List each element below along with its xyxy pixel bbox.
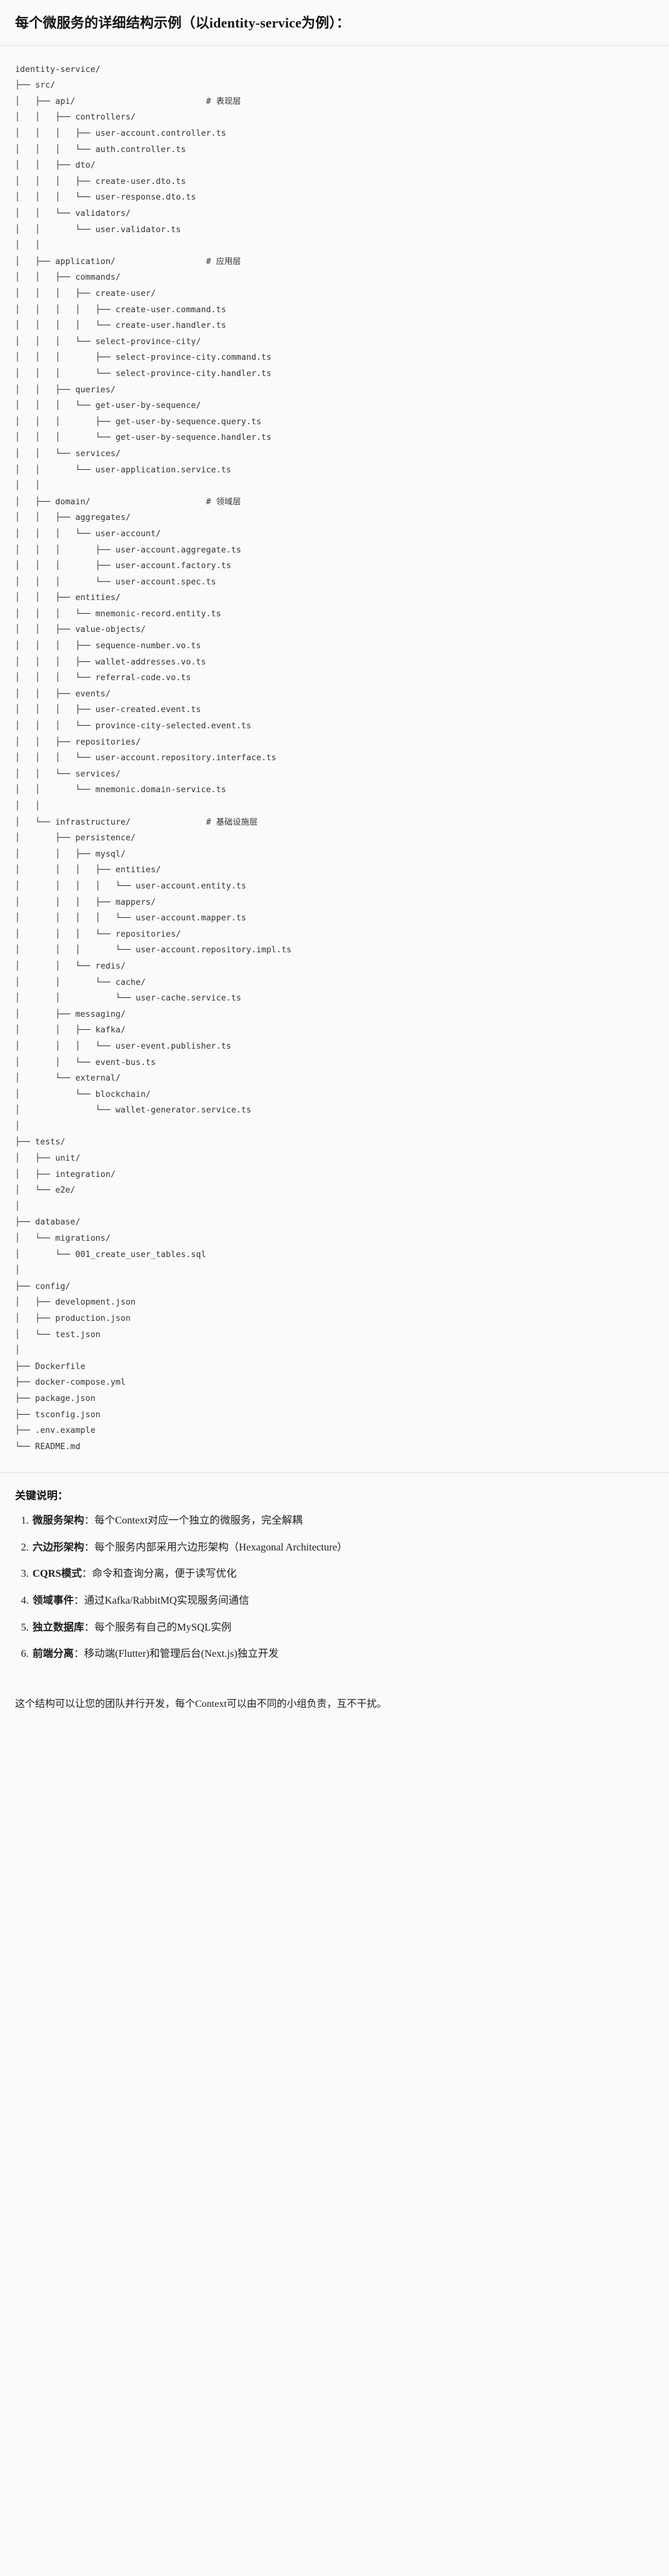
directory-tree-block: identity-service/ ├── src/ │ ├── api/ # … xyxy=(0,45,669,1468)
key-point-desc: ：移动端(Flutter)和管理后台(Next.js)独立开发 xyxy=(74,1647,279,1660)
key-point-desc: ：每个服务内部采用六边形架构（Hexagonal Architecture） xyxy=(84,1540,348,1553)
key-point-desc: ：命令和查询分离，便于读写优化 xyxy=(81,1567,237,1580)
list-item: 前端分离：移动端(Flutter)和管理后台(Next.js)独立开发 xyxy=(31,1646,654,1662)
document-header: 每个微服务的详细结构示例（以identity-service为例）： xyxy=(0,0,669,46)
list-item: 独立数据库：每个服务有自己的MySQL实例 xyxy=(31,1619,654,1636)
key-point-term: 前端分离 xyxy=(33,1647,74,1660)
list-item: 领域事件：通过Kafka/RabbitMQ实现服务间通信 xyxy=(31,1592,654,1609)
key-point-desc: ：每个服务有自己的MySQL实例 xyxy=(84,1621,232,1633)
list-item: CQRS模式：命令和查询分离，便于读写优化 xyxy=(31,1565,654,1582)
key-point-term: 六边形架构 xyxy=(33,1540,84,1553)
key-point-term: 独立数据库 xyxy=(33,1621,84,1633)
section-divider xyxy=(0,1472,669,1474)
key-point-desc: ：每个Context对应一个独立的微服务，完全解耦 xyxy=(84,1514,303,1527)
key-point-desc: ：通过Kafka/RabbitMQ实现服务间通信 xyxy=(74,1594,249,1607)
key-points-list: 微服务架构：每个Context对应一个独立的微服务，完全解耦 六边形架构：每个服… xyxy=(15,1512,654,1661)
list-item: 六边形架构：每个服务内部采用六边形架构（Hexagonal Architectu… xyxy=(31,1539,654,1555)
directory-tree: identity-service/ ├── src/ │ ├── api/ # … xyxy=(15,64,292,1452)
key-points-heading: 关键说明： xyxy=(15,1490,68,1502)
page-title: 每个微服务的详细结构示例（以identity-service为例）： xyxy=(15,15,350,31)
closing-paragraph: 这个结构可以让您的团队并行开发，每个Context可以由不同的小组负责，互不干扰… xyxy=(15,1698,387,1709)
document-page: 每个微服务的详细结构示例（以identity-service为例）： ident… xyxy=(0,0,669,1728)
key-point-term: 领域事件 xyxy=(33,1594,74,1607)
key-points-section: 关键说明： 微服务架构：每个Context对应一个独立的微服务，完全解耦 六边形… xyxy=(0,1473,669,1678)
list-item: 微服务架构：每个Context对应一个独立的微服务，完全解耦 xyxy=(31,1512,654,1529)
key-point-term: CQRS模式 xyxy=(33,1567,82,1580)
key-point-term: 微服务架构 xyxy=(33,1514,84,1527)
